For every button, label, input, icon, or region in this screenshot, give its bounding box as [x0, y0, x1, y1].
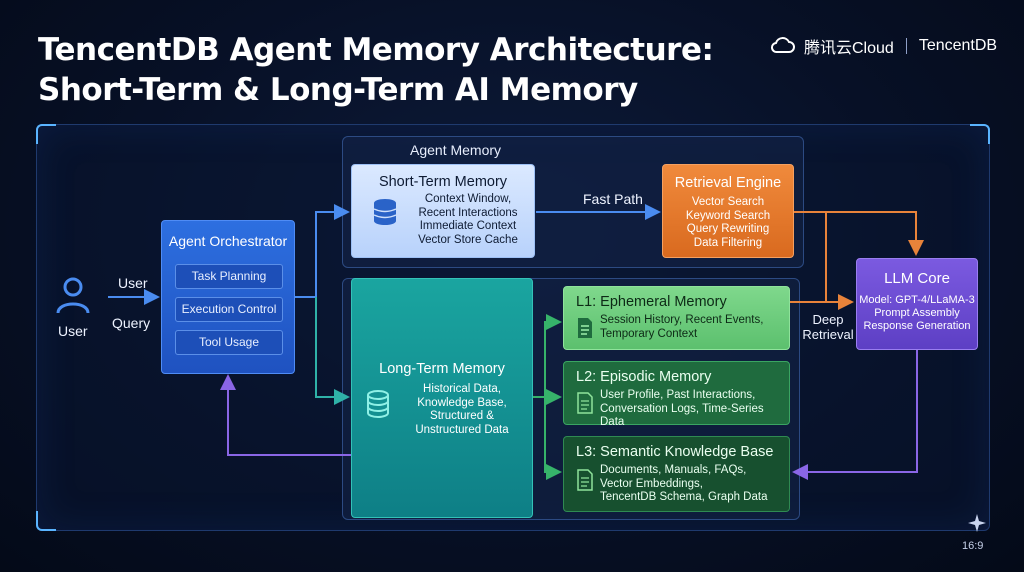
user-icon [56, 277, 90, 314]
long-term-title: Long-Term Memory [379, 361, 505, 377]
l2-title: L2: Episodic Memory [576, 369, 712, 385]
orchestrator-title: Agent Orchestrator [168, 233, 288, 249]
document-icon [578, 318, 592, 338]
sparkle-icon [968, 514, 986, 532]
page-title: TencentDB Agent Memory Architecture: Sho… [38, 30, 738, 110]
brand: 腾讯云Cloud TencentDB [770, 34, 997, 58]
document-icon [577, 469, 593, 491]
llm-core[interactable]: LLM Core Model: GPT-4/LLaMA-3 Prompt Ass… [856, 258, 978, 350]
frame-corner [970, 124, 990, 144]
l1-title: L1: Ephemeral Memory [576, 294, 727, 310]
tool-usage-item[interactable]: Tool Usage [175, 330, 283, 355]
agent-orchestrator[interactable]: Agent Orchestrator Task Planning Executi… [161, 220, 295, 374]
brand-cloud: 腾讯云Cloud [804, 40, 894, 57]
document-icon [577, 392, 593, 414]
l2-details: User Profile, Past Interactions, Convers… [600, 389, 764, 428]
retrieval-title: Retrieval Engine [674, 175, 782, 191]
l3-title: L3: Semantic Knowledge Base [576, 444, 774, 460]
l2-episodic-memory[interactable]: L2: Episodic Memory User Profile, Past I… [563, 361, 790, 428]
deep-retrieval-label: Deep Retrieval [802, 312, 854, 342]
brand-db: TencentDB [918, 37, 998, 54]
llm-details: Model: GPT-4/LLaMA-3 Prompt Assembly Res… [859, 294, 975, 332]
short-term-details: Context Window, Recent Interactions Imme… [418, 193, 518, 246]
database-icon [367, 390, 389, 418]
cloud-logo-icon [770, 37, 795, 53]
l1-ephemeral-memory[interactable]: L1: Ephemeral Memory Session History, Re… [563, 286, 790, 350]
l1-details: Session History, Recent Events, Temporar… [600, 314, 764, 340]
task-planning-item[interactable]: Task Planning [175, 264, 283, 289]
title-line-1: TencentDB Agent Memory Architecture: [38, 32, 714, 68]
retrieval-details: Vector Search Keyword Search Query Rewri… [685, 196, 771, 249]
l3-details: Documents, Manuals, FAQs, Vector Embeddi… [600, 464, 768, 503]
title-line-2: Short-Term & Long-Term AI Memory [38, 72, 638, 108]
database-icon [373, 199, 397, 225]
aspect-ratio-label: 16:9 [962, 540, 984, 552]
frame-corner [36, 511, 56, 531]
brand-divider [905, 38, 907, 54]
short-term-title: Short-Term Memory [378, 174, 508, 190]
llm-title: LLM Core [884, 270, 950, 287]
retrieval-engine[interactable]: Retrieval Engine Vector Search Keyword S… [662, 164, 794, 258]
fast-path-label: Fast Path [583, 191, 643, 207]
user-arrow-label-top: User [118, 275, 148, 291]
agent-memory-label: Agent Memory [410, 142, 502, 158]
long-term-memory[interactable]: Long-Term Memory Historical Data, Knowle… [351, 278, 533, 518]
execution-control-item[interactable]: Execution Control [175, 297, 283, 322]
short-term-memory[interactable]: Short-Term Memory Context Window, Recent… [351, 164, 535, 258]
frame-corner [36, 124, 56, 144]
long-term-details: Historical Data, Knowledge Base, Structu… [415, 383, 509, 436]
user-arrow-label-bottom: Query [112, 315, 151, 331]
user-label: User [58, 323, 88, 339]
l3-semantic-knowledge-base[interactable]: L3: Semantic Knowledge Base Documents, M… [563, 436, 790, 512]
